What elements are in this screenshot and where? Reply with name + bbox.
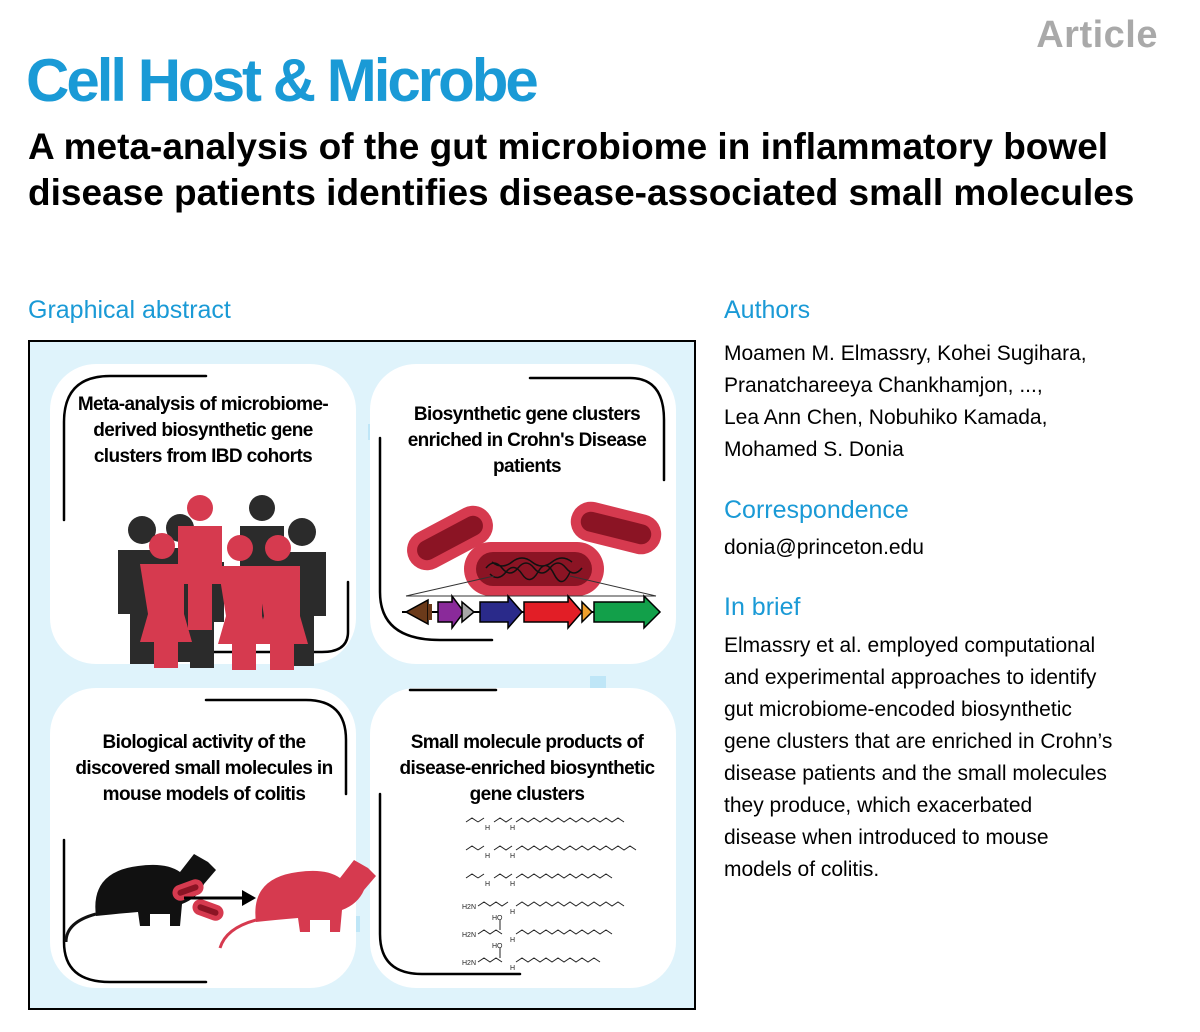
bacteria-icon [407,501,662,596]
svg-text:H: H [485,825,490,832]
svg-text:H: H [510,965,515,972]
in-brief-line: and experimental approaches to identify [724,666,1097,689]
panel-4-caption: Small molecule products of disease-enric… [399,732,655,805]
svg-text:H2N: H2N [462,904,476,911]
svg-text:H: H [510,881,515,888]
mouse-red-icon [218,860,376,949]
svg-text:H: H [510,937,515,944]
graphical-abstract: H H H H H H H2N H HO H2N H HO H2N H [28,340,696,1010]
correspondence-heading: Correspondence [724,496,909,524]
chemical-atom-labels: H H H H H H H2N H HO H2N H HO H2N H [462,825,515,972]
gene-arrow-5 [523,594,583,630]
gene-zoom-lines [405,575,657,597]
bacteria-small-icon [172,879,256,921]
treatment-arrow-icon [242,890,256,906]
gene-arrow-4 [479,594,523,630]
in-brief-line: disease when introduced to mouse [724,826,1049,849]
panel-brackets [62,374,666,984]
panel-4 [370,688,676,988]
author-line: Lea Ann Chen, Nobuhiko Kamada, [724,406,1048,429]
correspondence-email[interactable]: donia@princeton.edu [724,536,924,559]
in-brief-line: Elmassry et al. employed computational [724,634,1096,657]
gene-cluster-icon [402,593,662,631]
in-brief-line: disease patients and the small molecules [724,762,1107,785]
svg-text:H: H [510,825,515,832]
authors-heading: Authors [724,296,811,324]
author-line: Pranatchareeya Chankhamjon, ..., [724,374,1043,397]
gene-arrow-3 [461,600,476,624]
article-title: A meta-analysis of the gut microbiome in… [28,126,1135,213]
human-crowd-icon [118,495,326,670]
mouse-black-icon [64,854,216,943]
svg-text:H: H [485,853,490,860]
in-brief-text: Elmassry et al. employed computational a… [724,630,1112,886]
in-brief-line: gut microbiome-encoded biosynthetic [724,698,1072,721]
svg-text:HO: HO [492,943,503,950]
svg-text:H: H [510,909,515,916]
author-line: Mohamed S. Donia [724,438,904,461]
chemical-structures-icon [465,817,637,963]
article-type-label: Article [1036,14,1158,56]
in-brief-line: gene clusters that are enriched in Crohn… [724,730,1113,753]
panel-3-caption: Biological activity of the discovered sm… [75,732,333,805]
panel-2 [370,364,676,664]
gene-arrow-2 [437,593,465,631]
svg-text:H: H [510,853,515,860]
svg-text:H2N: H2N [462,932,476,939]
graphical-abstract-heading: Graphical abstract [28,296,231,324]
author-line: Moamen M. Elmassry, Kohei Sugihara, [724,342,1087,365]
panel-1-caption: Meta-analysis of microbiome-derived bios… [77,394,329,467]
in-brief-line: they produce, which exacerbated [724,794,1033,817]
in-brief-line: models of colitis. [724,858,880,881]
svg-text:H2N: H2N [462,960,476,967]
in-brief-heading: In brief [724,593,801,621]
svg-text:H: H [485,881,490,888]
gene-arrow-7 [593,594,662,630]
panel-2-caption: Biosynthetic gene clusters enriched in C… [407,404,647,477]
gene-arrow-6 [581,600,594,624]
journal-name: Cell Host & Microbe [26,47,539,114]
svg-text:HO: HO [492,915,503,922]
authors-list: Moamen M. Elmassry, Kohei Sugihara, Pran… [724,338,1087,466]
